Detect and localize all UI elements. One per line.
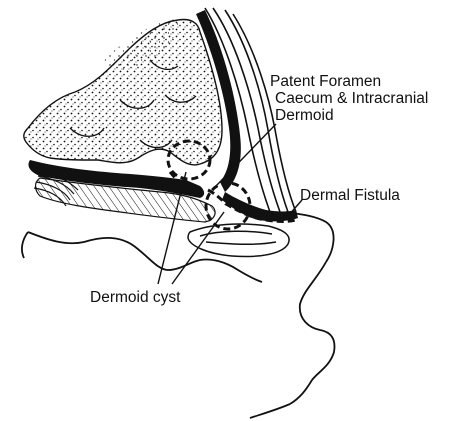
label-patent-foramen-caecum: Patent Foramen Caecum & Intracranial Der… (270, 73, 428, 124)
label-foramen-line3: Dermoid (270, 107, 428, 124)
brain-frontal-lobe (24, 20, 222, 165)
label-foramen-line2: Caecum & Intracranial (270, 90, 428, 107)
label-foramen-line1: Patent Foramen (270, 73, 428, 90)
label-dermal-fistula: Dermal Fistula (300, 187, 400, 204)
leader-cyst-2 (172, 212, 224, 284)
face-profile (22, 212, 335, 418)
label-dermoid-cyst: Dermoid cyst (90, 289, 180, 306)
leader-foramen (216, 124, 276, 186)
